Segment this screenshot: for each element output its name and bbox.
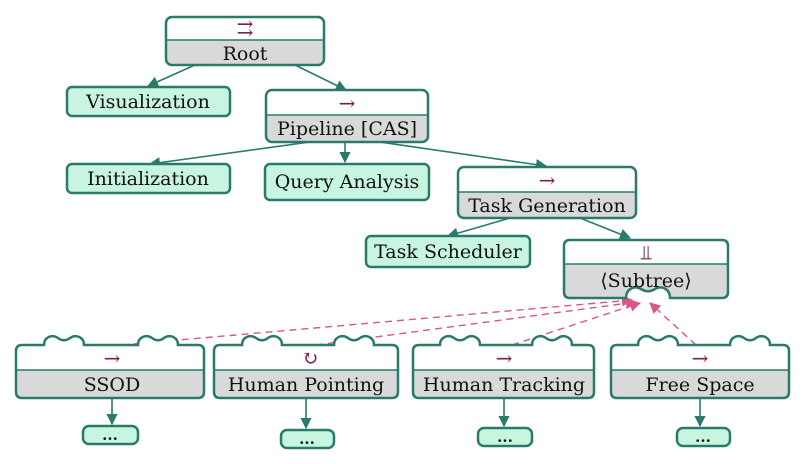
node-root: ⇉ Root — [164, 15, 326, 67]
sequence-arrow-icon: → — [104, 346, 121, 370]
leaf-ssod-more: ... — [81, 424, 140, 446]
sequence-star-icon: ⇉ — [237, 16, 254, 40]
node-task-generation-label: Task Generation — [468, 195, 626, 217]
edge-pipeline-task-generation — [379, 141, 548, 171]
retry-loop-icon: ↻ — [302, 346, 319, 370]
edge-pipeline-initialization — [148, 141, 311, 169]
leaf-freespace-more: ... — [675, 426, 732, 448]
ref-tracking-subtree — [511, 300, 642, 346]
node-human-tracking: → Human Tracking — [411, 335, 596, 400]
leaf-tracking-more: ... — [476, 426, 534, 448]
edge-taskgen-subtree — [579, 217, 632, 240]
node-subtree: ⫫ ⟨Subtree⟩ — [562, 238, 730, 300]
leaf-pointing-more-label: ... — [299, 430, 315, 448]
ref-freespace-subtree — [649, 302, 697, 346]
node-ssod-label: SSOD — [84, 374, 141, 396]
leaf-freespace-more-label: ... — [695, 428, 711, 446]
node-free-space-label: Free Space — [645, 374, 754, 396]
node-pipeline: → Pipeline [CAS] — [264, 88, 430, 144]
parallel-icon: ⫫ — [639, 240, 651, 264]
tree-edges — [106, 64, 706, 430]
node-pipeline-label: Pipeline [CAS] — [277, 118, 417, 140]
node-human-tracking-label: Human Tracking — [423, 374, 585, 396]
node-initialization: Initialization — [65, 162, 232, 195]
subtree-references — [121, 295, 697, 346]
node-query-analysis: Query Analysis — [263, 162, 431, 202]
node-root-label: Root — [223, 43, 268, 65]
sequence-arrow-icon: → — [339, 91, 356, 115]
ref-ssod-subtree — [121, 295, 634, 346]
node-task-generation: → Task Generation — [456, 165, 638, 220]
sequence-arrow-icon: → — [539, 168, 556, 192]
edge-taskgen-scheduler — [446, 217, 511, 239]
node-initialization-label: Initialization — [87, 168, 209, 190]
node-query-analysis-label: Query Analysis — [275, 171, 420, 193]
sequence-arrow-icon: → — [692, 346, 709, 370]
node-visualization-label: Visualization — [85, 91, 210, 113]
edge-root-visualization — [146, 64, 196, 88]
leaf-ssod-more-label: ... — [102, 426, 118, 444]
node-task-scheduler-label: Task Scheduler — [374, 241, 523, 263]
node-human-pointing: ↻ Human Pointing — [212, 335, 400, 400]
node-human-pointing-label: Human Pointing — [228, 374, 384, 396]
node-visualization: Visualization — [65, 85, 232, 118]
node-free-space: → Free Space — [609, 335, 791, 400]
node-subtree-label: ⟨Subtree⟩ — [600, 270, 691, 292]
leaf-pointing-more: ... — [279, 428, 336, 450]
node-ssod: → SSOD — [14, 335, 206, 400]
node-task-scheduler: Task Scheduler — [364, 234, 532, 269]
sequence-arrow-icon: → — [496, 346, 513, 370]
leaf-tracking-more-label: ... — [497, 428, 513, 446]
edge-root-pipeline — [294, 64, 348, 91]
